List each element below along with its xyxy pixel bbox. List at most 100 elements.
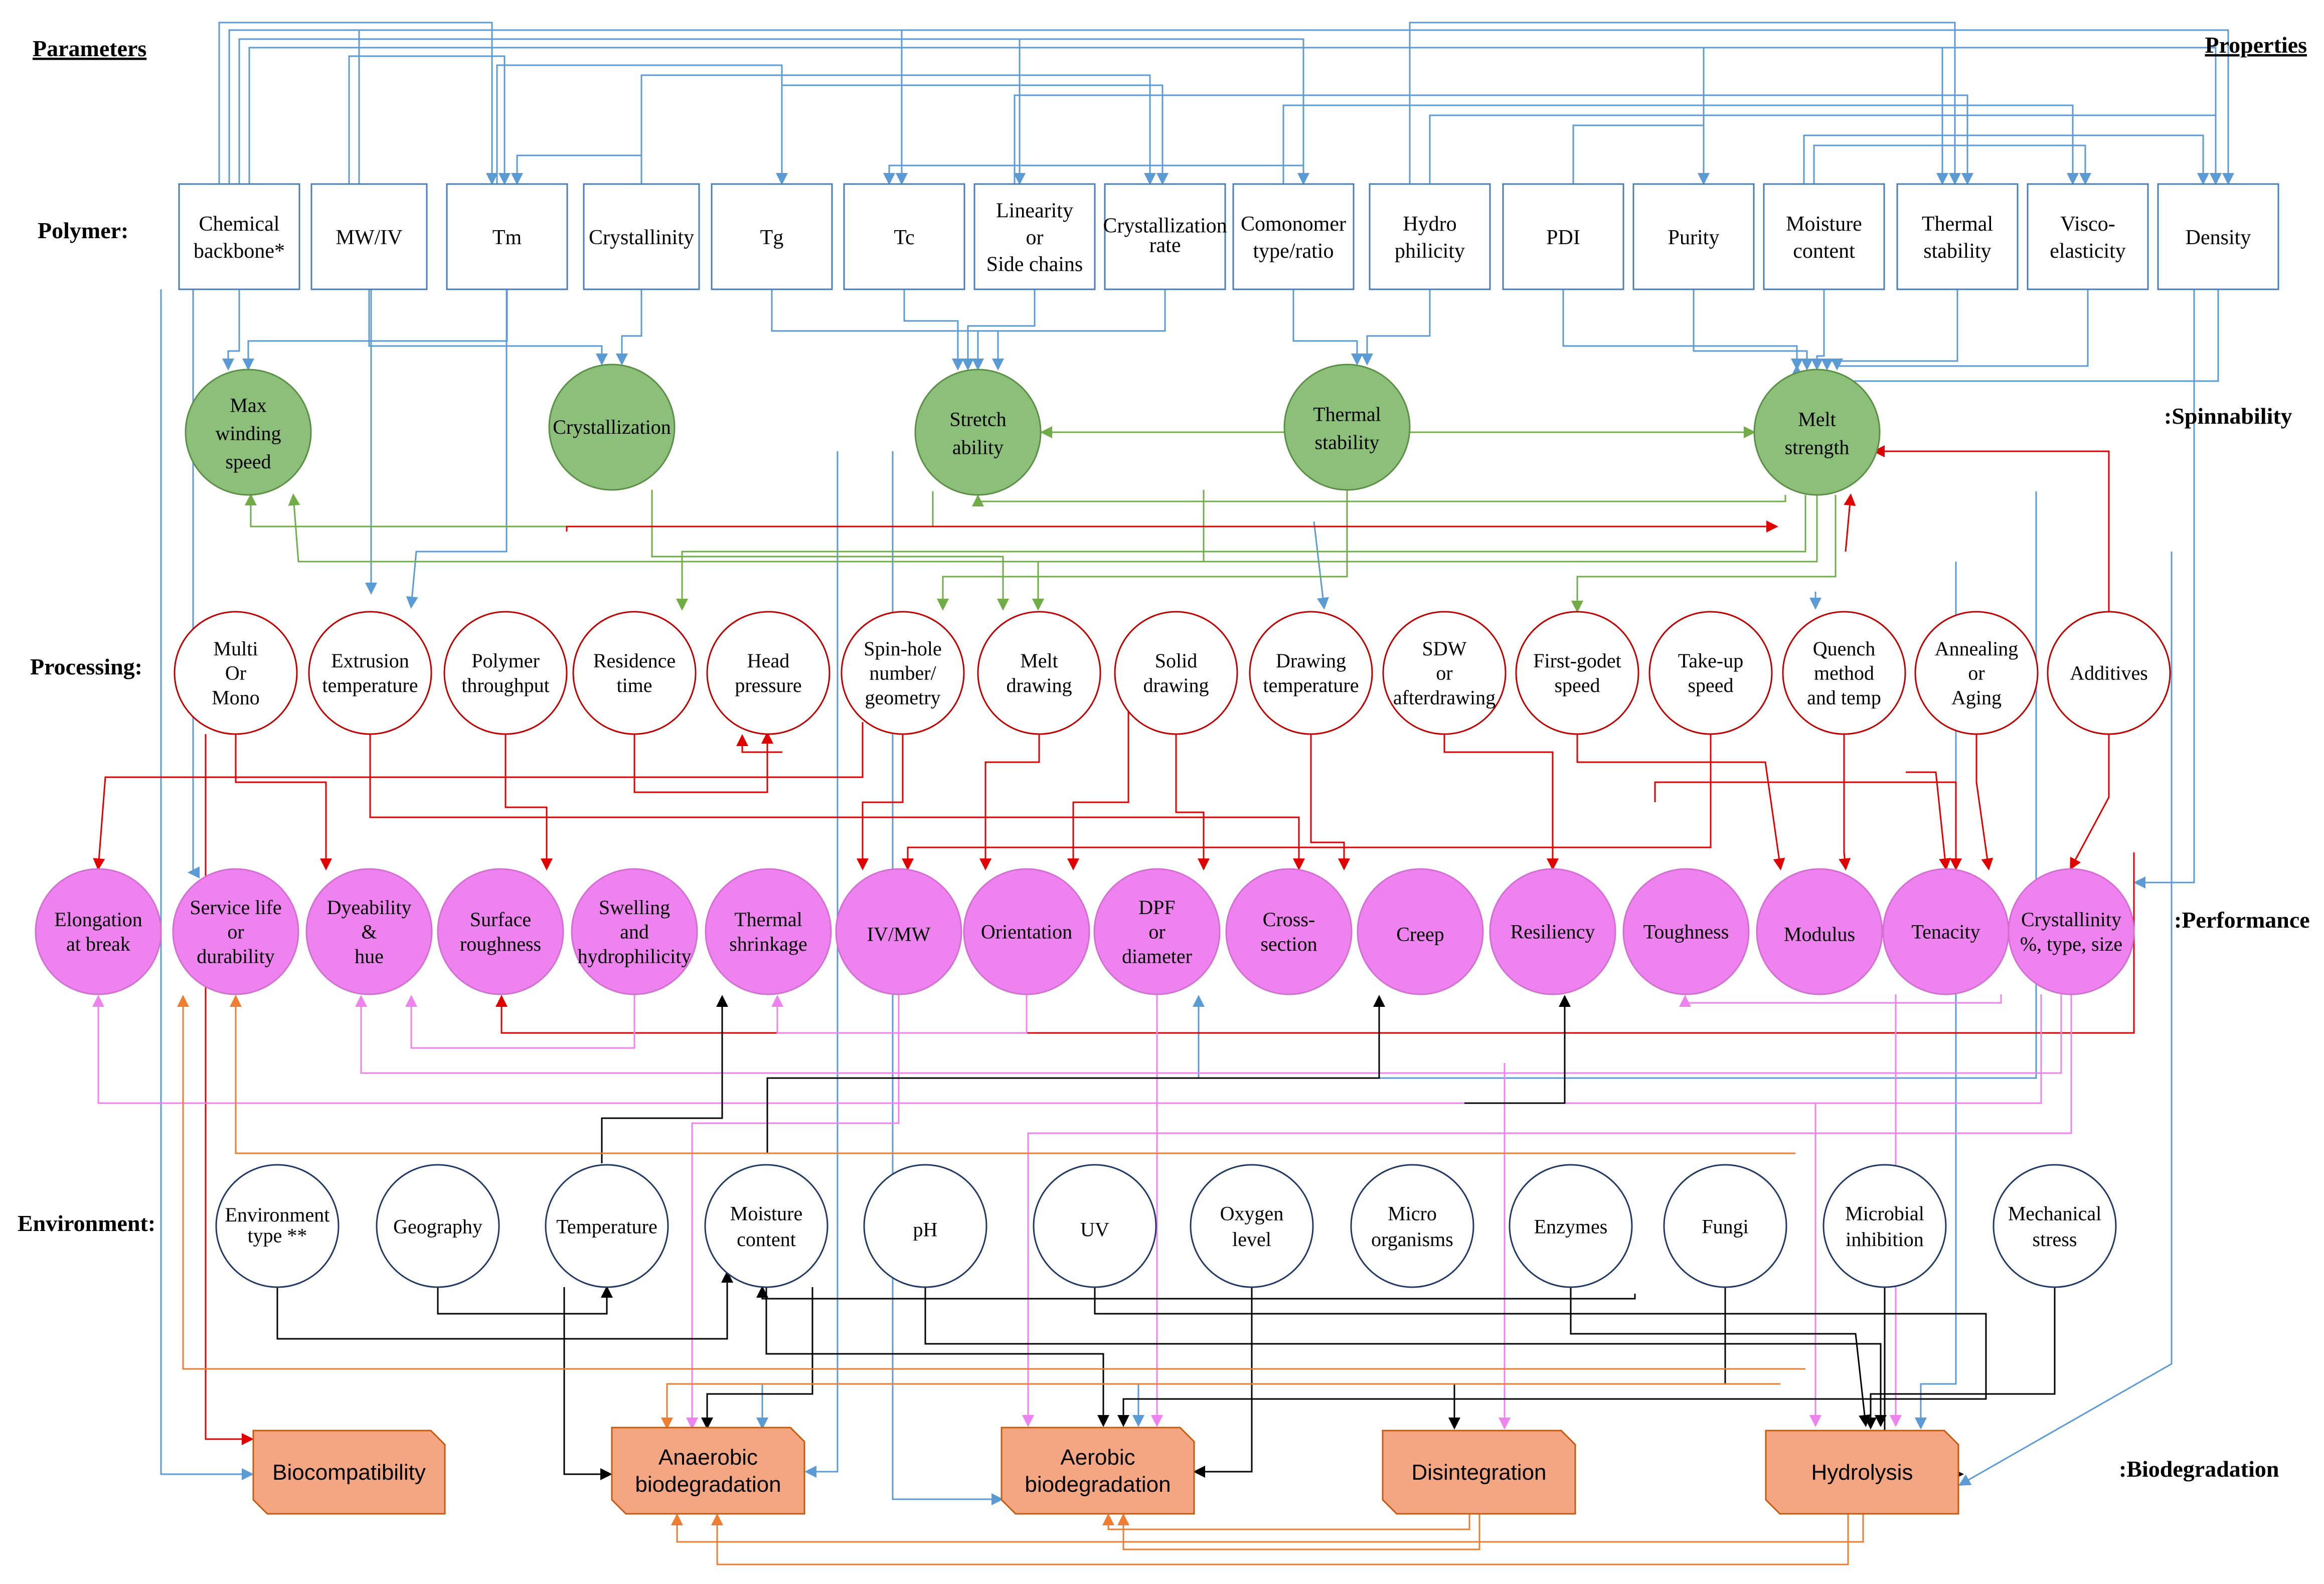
polymer-interlink — [1572, 124, 1710, 185]
node-label-line: strength — [1785, 436, 1850, 459]
polymer-interlink — [1409, 22, 1961, 185]
polymer-interlink — [1703, 47, 2222, 185]
node-label-line: shrinkage — [729, 933, 807, 955]
processing-link — [1067, 702, 1129, 870]
node-label-line: or — [1148, 921, 1165, 943]
node-label-line: roughness — [460, 933, 541, 955]
processing-link — [93, 722, 864, 870]
node-label-line: method — [1814, 662, 1874, 684]
node-label-line: Thermal — [734, 908, 802, 931]
node-label-line: pressure — [735, 674, 801, 696]
processing-link — [1443, 734, 1559, 870]
node-label-line: or — [1026, 226, 1044, 249]
environment-link — [563, 1287, 612, 1480]
node-label-line: Moisture — [730, 1202, 802, 1225]
polymer-long-link — [1958, 552, 2173, 1486]
environment-link — [701, 1287, 813, 1430]
polymer-to-spin-link — [972, 289, 1166, 371]
polymer-interlink — [238, 38, 1309, 185]
processing-link — [1839, 734, 1851, 870]
polymer-box-tc: Tc — [843, 183, 965, 290]
polymer-long-link — [160, 289, 254, 1480]
polymer-to-spin-link — [222, 289, 240, 371]
node-label-line: Tm — [492, 226, 522, 249]
node-label-line: durability — [197, 945, 275, 967]
polymer-long-link — [892, 451, 1004, 1505]
node-label-line: Mono — [212, 686, 260, 709]
performance-node-resiliency: Resiliency — [1489, 868, 1616, 995]
polymer-to-spin-link — [1292, 289, 1363, 366]
node-label-line: drawing — [1143, 674, 1209, 696]
node-label-line: Disintegration — [1411, 1460, 1546, 1485]
node-label-line: Side chains — [986, 253, 1083, 276]
node-label-line: First-godet — [1533, 649, 1621, 672]
environment-row-label: Environment: — [18, 1210, 155, 1236]
node-label-line: Solid — [1155, 649, 1197, 672]
node-label-line: Thermal — [1313, 403, 1381, 426]
performance-node-crystallinity-type-size: Crystallinity%, type, size — [2008, 868, 2135, 995]
node-label-line: Enzymes — [1534, 1215, 1608, 1238]
node-label-line: elasticity — [2050, 240, 2126, 263]
biodegradation-link — [711, 1513, 1849, 1565]
node-label-line: Hydro — [1403, 213, 1456, 236]
performance-link — [355, 994, 2062, 1074]
node-label-line: Comonomer — [1241, 213, 1346, 236]
node-label-line: Modulus — [1784, 923, 1855, 945]
performance-node-creep: Creep — [1357, 868, 1484, 995]
node-label-line: content — [1793, 240, 1855, 263]
node-label-line: Fungi — [1702, 1215, 1748, 1238]
polymer-to-spin-link — [1821, 289, 1958, 371]
polymer-to-spin-link — [962, 289, 1036, 371]
biodegradation-link — [230, 995, 1795, 1154]
performance-node-tenacity: Tenacity — [1882, 868, 2010, 995]
polymer-long-link — [1132, 1383, 1164, 1427]
node-label-line: type ** — [248, 1224, 307, 1247]
node-label-line: DPF — [1138, 896, 1175, 919]
environment-link — [1865, 1287, 2056, 1430]
node-label-line: or — [227, 921, 244, 943]
performance-node-modulus: Modulus — [1756, 868, 1883, 995]
node-label-line: Oxygen — [1220, 1202, 1284, 1225]
node-label-line: Dyeability — [327, 896, 412, 919]
environment-link — [1448, 1287, 1726, 1430]
node-label-line: Crystallization — [553, 416, 671, 438]
spinnability-link — [1032, 495, 1818, 611]
biodegradation-link — [661, 1383, 1780, 1430]
node-label-line: Surface — [470, 908, 531, 931]
polymer-interlink — [496, 64, 788, 185]
node-label-line: Creep — [1396, 923, 1444, 945]
polymer-long-link — [188, 289, 200, 878]
polymer-interlink — [358, 29, 2234, 185]
processing-link — [736, 734, 782, 753]
node-label-line: speed — [1688, 674, 1733, 696]
node-label-line: Environment — [225, 1203, 330, 1226]
node-label-line: stress — [2033, 1228, 2077, 1251]
environment-link — [276, 1271, 733, 1340]
biodegradation-link — [1117, 1513, 1480, 1550]
environment-link — [924, 1287, 1887, 1427]
polymer-to-spin-link — [1693, 289, 1813, 371]
properties-header: Properties — [2205, 32, 2307, 58]
biodegradation-link — [177, 995, 1805, 1370]
node-label-line: Microbial — [1845, 1202, 1924, 1225]
node-label-line: PDI — [1546, 226, 1580, 249]
node-label-line: at break — [66, 933, 130, 955]
parameters-header: Parameters — [33, 36, 146, 61]
performance-node-toughness: Toughness — [1622, 868, 1750, 995]
biodegradation-node-biocompatibility: Biocompatibility — [252, 1430, 446, 1515]
environment-node-fungi: Fungi — [1663, 1164, 1787, 1288]
node-label-line: diameter — [1122, 945, 1192, 967]
